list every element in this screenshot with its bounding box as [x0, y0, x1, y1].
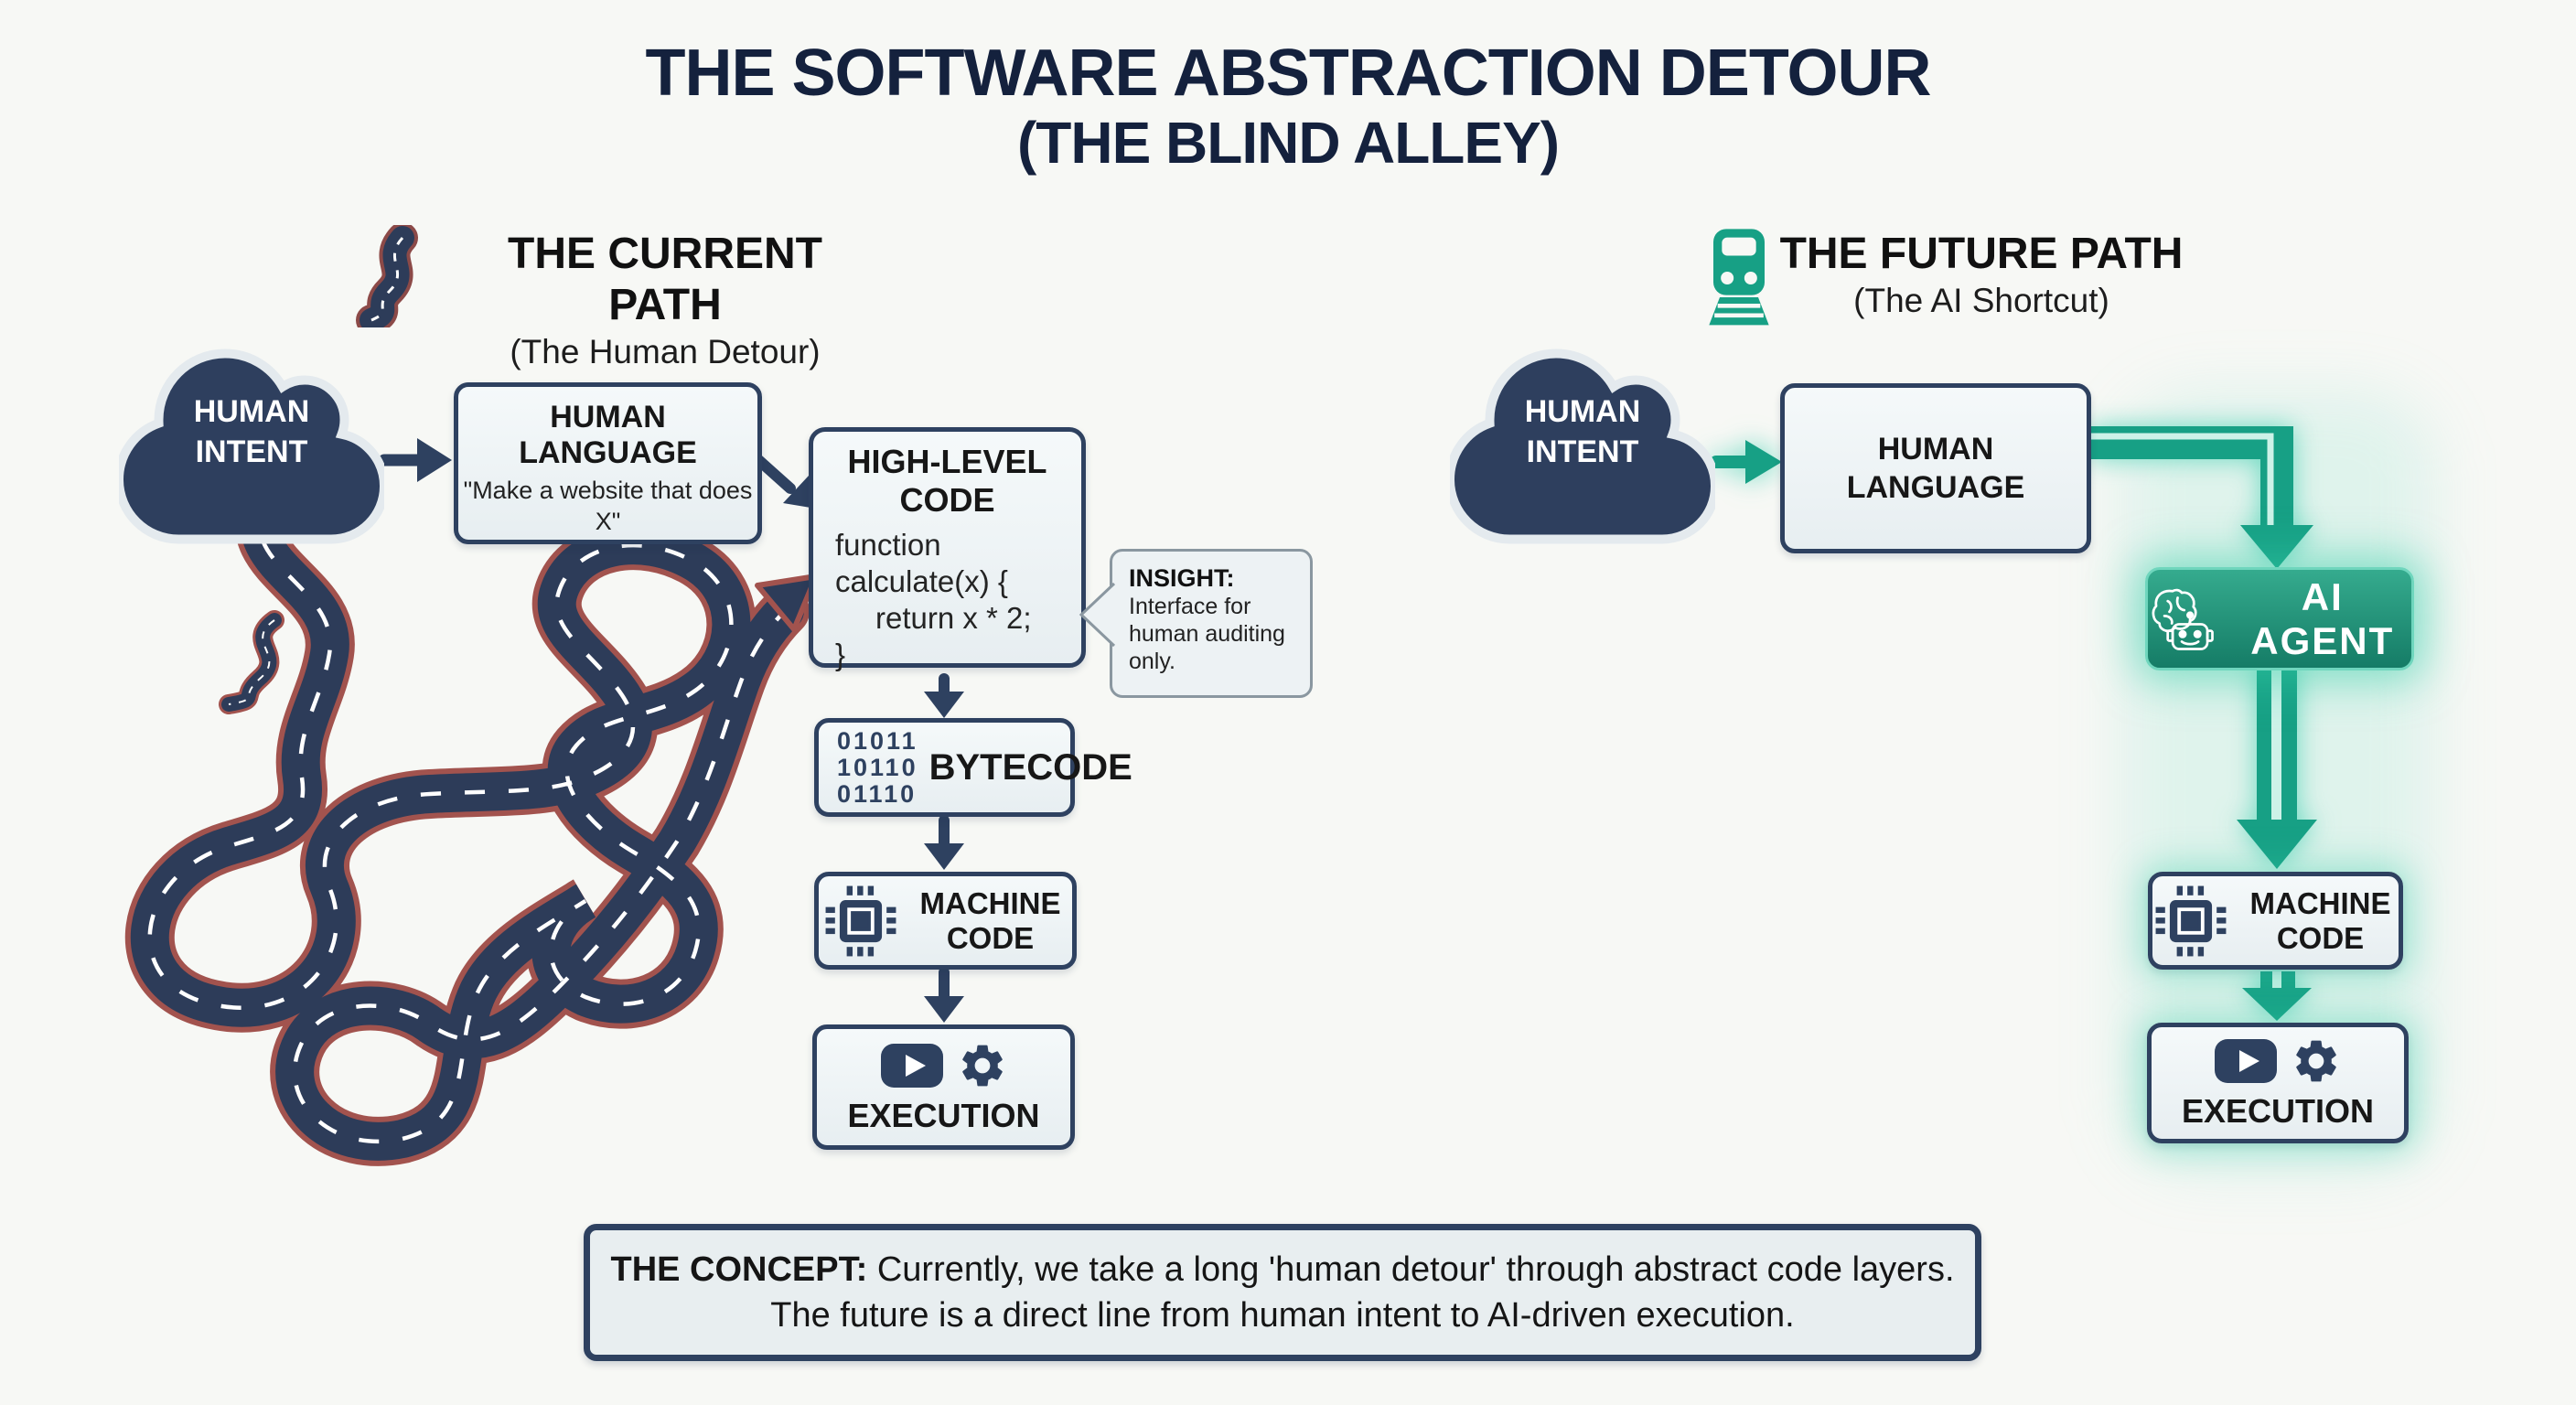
bytecode-label: BYTECODE [928, 746, 1132, 788]
current-path-arrows [378, 438, 964, 1023]
machine-code-box-right: MACHINE CODE [2148, 872, 2403, 970]
mini-road-icon [219, 610, 284, 714]
ai-agent-box: AI AGENT [2145, 567, 2414, 670]
play-icon [2215, 1039, 2277, 1083]
binary-line: 01011 [837, 726, 918, 755]
current-path-subheading: (The Human Detour) [510, 333, 821, 370]
insight-label: INSIGHT: [1129, 564, 1235, 592]
play-icon [880, 1043, 943, 1088]
future-path-header: THE FUTURE PATH (The AI Shortcut) [1771, 229, 2192, 322]
machine-code-label-left: MACHINE CODE [919, 885, 1061, 955]
chip-icon [825, 885, 896, 956]
binary-line: 10110 [837, 753, 918, 781]
insight-text: Interface for human auditing only. [1129, 594, 1285, 674]
current-path-heading: THE CURRENT PATH [508, 230, 822, 329]
execution-box-right: EXECUTION [2147, 1023, 2409, 1143]
code-line: return x * 2; [875, 601, 1032, 635]
concept-box: THE CONCEPT: Currently, we take a long '… [584, 1224, 1981, 1361]
human-language-box-left: HUMAN LANGUAGE "Make a website that does… [454, 382, 762, 544]
gear-icon [2296, 1040, 2336, 1082]
page-title-line1: THE SOFTWARE ABSTRACTION DETOUR [645, 37, 1932, 110]
concept-label: THE CONCEPT: [610, 1250, 868, 1289]
arrow-agent-to-machine [2237, 662, 2317, 869]
code-line: } [835, 638, 846, 671]
winding-road-icon [356, 225, 418, 327]
binary-line: 01110 [837, 779, 918, 808]
arrow-language-to-agent [2089, 426, 2293, 529]
road-arrowhead [755, 574, 819, 632]
binary-digits-icon: 01011 10110 01110 [837, 726, 918, 808]
human-language-title-left: HUMAN LANGUAGE [519, 400, 697, 470]
human-language-title-right: HUMAN LANGUAGE [1846, 432, 2025, 505]
bytecode-box: 01011 10110 01110 BYTECODE [814, 718, 1132, 817]
code-line: calculate(x) { [835, 564, 1008, 598]
execution-label-right: EXECUTION [2181, 1092, 2375, 1130]
execution-label-left: EXECUTION [847, 1096, 1040, 1134]
current-path-header: THE CURRENT PATH (The Human Detour) [450, 229, 880, 373]
page-title: THE SOFTWARE ABSTRACTION DETOUR (THE BLI… [0, 37, 2576, 176]
ai-agent-label: AI AGENT [2250, 574, 2395, 662]
page-title-line2: (THE BLIND ALLEY) [1016, 110, 1560, 176]
human-intent-cloud-right [1450, 349, 1715, 544]
train-icon [1709, 229, 1769, 326]
high-level-code-box: HIGH-LEVEL CODE function calculate(x) { … [809, 427, 1086, 671]
code-snippet: function calculate(x) { return x * 2; } [813, 520, 1081, 673]
machine-code-label-right: MACHINE CODE [2249, 885, 2391, 955]
machine-code-box-left: MACHINE CODE [814, 872, 1077, 970]
human-language-quote: "Make a website that does X" [463, 477, 753, 535]
brain-robot-icon [2152, 588, 2214, 650]
arrow-machine-to-execution-green [2242, 971, 2312, 1021]
code-line: function [835, 528, 941, 562]
insight-callout: INSIGHT: Interface for human auditing on… [1110, 549, 1313, 698]
future-path-subheading: (The AI Shortcut) [1853, 282, 2109, 319]
future-path-arrows [1710, 426, 2317, 1021]
concept-text: THE CONCEPT: Currently, we take a long '… [606, 1247, 1959, 1338]
future-path-heading: THE FUTURE PATH [1779, 230, 2184, 278]
human-intent-label-right: HUMAN INTENT [1524, 394, 1641, 469]
concept-body: Currently, we take a long 'human detour'… [770, 1250, 1955, 1335]
insight-callout-tail [1079, 582, 1116, 648]
human-language-box-right: HUMAN LANGUAGE [1780, 383, 2091, 553]
tangled-road-illustration [124, 474, 819, 1166]
human-intent-label-left: HUMAN INTENT [193, 394, 310, 469]
high-level-code-title: HIGH-LEVEL CODE [847, 443, 1047, 519]
human-intent-cloud-left [119, 349, 384, 544]
chip-icon [2155, 885, 2226, 956]
execution-box-left: EXECUTION [812, 1024, 1075, 1150]
gear-icon [961, 1045, 1003, 1086]
